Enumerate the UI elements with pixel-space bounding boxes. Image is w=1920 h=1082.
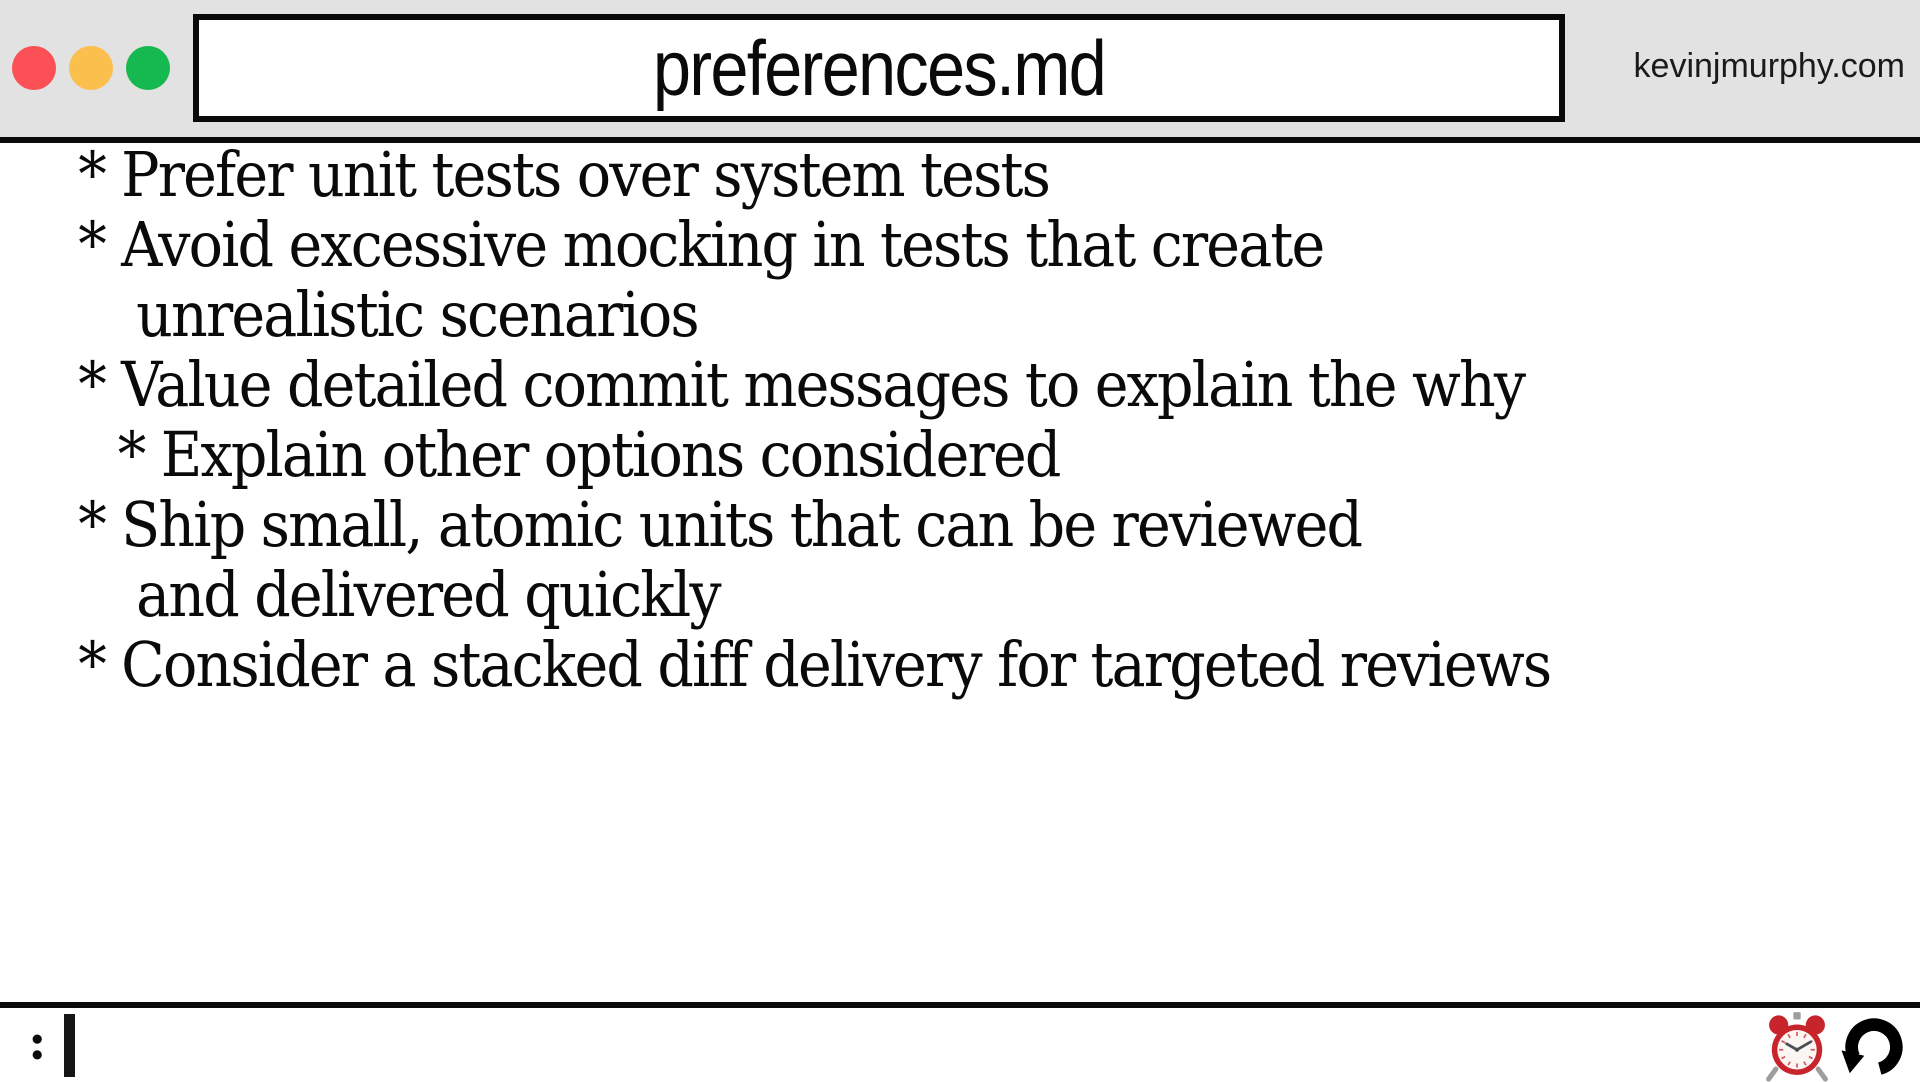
list-sub-item: * Explain other options considered <box>117 418 1062 491</box>
command-prompt: : <box>28 1012 47 1071</box>
zoom-button[interactable] <box>126 46 170 90</box>
filename-box: preferences.md <box>193 14 1565 122</box>
status-icons <box>1764 1012 1907 1082</box>
list-item-continuation: and delivered quickly <box>136 558 721 631</box>
alarm-clock-icon <box>1766 1012 1828 1082</box>
editor-text-area[interactable]: * Prefer unit tests over system tests * … <box>0 140 1920 700</box>
text-cursor <box>64 1014 75 1077</box>
close-button[interactable] <box>12 46 56 90</box>
window-titlebar: preferences.md kevinjmurphy.com <box>0 0 1920 143</box>
window-controls <box>12 46 170 90</box>
filename: preferences.md <box>652 23 1107 112</box>
list-item: * Avoid excessive mocking in tests that … <box>78 208 1325 281</box>
command-bar[interactable]: : <box>0 1002 1920 1082</box>
minimize-button[interactable] <box>69 46 113 90</box>
list-item: * Prefer unit tests over system tests <box>78 138 1051 211</box>
watermark-text: kevinjmurphy.com <box>1633 47 1905 85</box>
list-item: * Consider a stacked diff delivery for t… <box>78 628 1552 701</box>
list-item-continuation: unrealistic scenarios <box>136 278 700 351</box>
list-item: * Value detailed commit messages to expl… <box>78 348 1526 421</box>
list-item: * Ship small, atomic units that can be r… <box>78 488 1363 561</box>
undo-arrow-icon <box>1841 1018 1903 1075</box>
